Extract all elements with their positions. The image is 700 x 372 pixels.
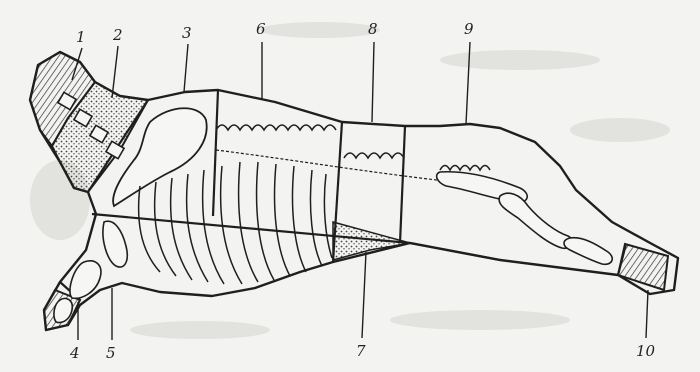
label-10: 10 [636, 342, 656, 360]
label-2: 2 [112, 26, 123, 44]
label-3: 3 [182, 24, 192, 42]
label-5: 5 [106, 344, 116, 362]
label-4: 4 [69, 344, 80, 362]
label-7: 7 [356, 342, 366, 360]
label-1: 1 [76, 28, 86, 46]
label-9: 9 [464, 20, 474, 38]
label-6: 6 [256, 20, 266, 38]
label-8: 8 [368, 20, 378, 38]
